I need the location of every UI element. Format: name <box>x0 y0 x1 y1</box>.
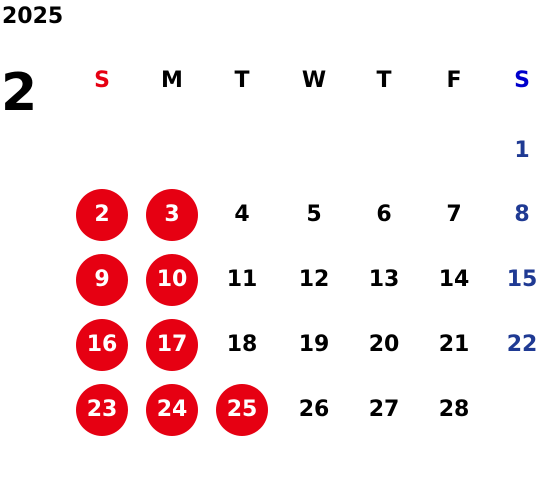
day-cell: 1 <box>514 138 530 163</box>
day-cell: 5 <box>306 202 322 227</box>
day-cell: 4 <box>234 202 250 227</box>
month-label: 2 <box>1 63 38 123</box>
day-cell: 14 <box>438 267 470 292</box>
weekday-header: S <box>94 68 110 93</box>
day-cell: 28 <box>438 397 470 422</box>
day-cell: 13 <box>368 267 400 292</box>
day-cell: 6 <box>376 202 392 227</box>
day-cell: 7 <box>446 202 462 227</box>
weekday-header: F <box>446 68 462 93</box>
holiday-day-cell: 24 <box>146 384 198 436</box>
holiday-day-cell: 9 <box>76 254 128 306</box>
holiday-day-cell: 2 <box>76 189 128 241</box>
weekday-header: S <box>514 68 530 93</box>
day-cell: 12 <box>298 267 330 292</box>
holiday-day-cell: 23 <box>76 384 128 436</box>
year-label: 2025 <box>2 4 64 29</box>
holiday-day-cell: 16 <box>76 319 128 371</box>
weekday-header: W <box>301 68 327 93</box>
day-cell: 15 <box>506 267 538 292</box>
holiday-day-cell: 3 <box>146 189 198 241</box>
day-cell: 21 <box>438 332 470 357</box>
day-cell: 8 <box>514 202 530 227</box>
holiday-day-cell: 10 <box>146 254 198 306</box>
day-cell: 11 <box>226 267 258 292</box>
weekday-header: T <box>234 68 250 93</box>
day-cell: 26 <box>298 397 330 422</box>
day-cell: 27 <box>368 397 400 422</box>
weekday-header: M <box>161 68 183 93</box>
day-cell: 19 <box>298 332 330 357</box>
holiday-day-cell: 17 <box>146 319 198 371</box>
weekday-header: T <box>376 68 392 93</box>
day-cell: 18 <box>226 332 258 357</box>
holiday-day-cell: 25 <box>216 384 268 436</box>
day-cell: 20 <box>368 332 400 357</box>
day-cell: 22 <box>506 332 538 357</box>
